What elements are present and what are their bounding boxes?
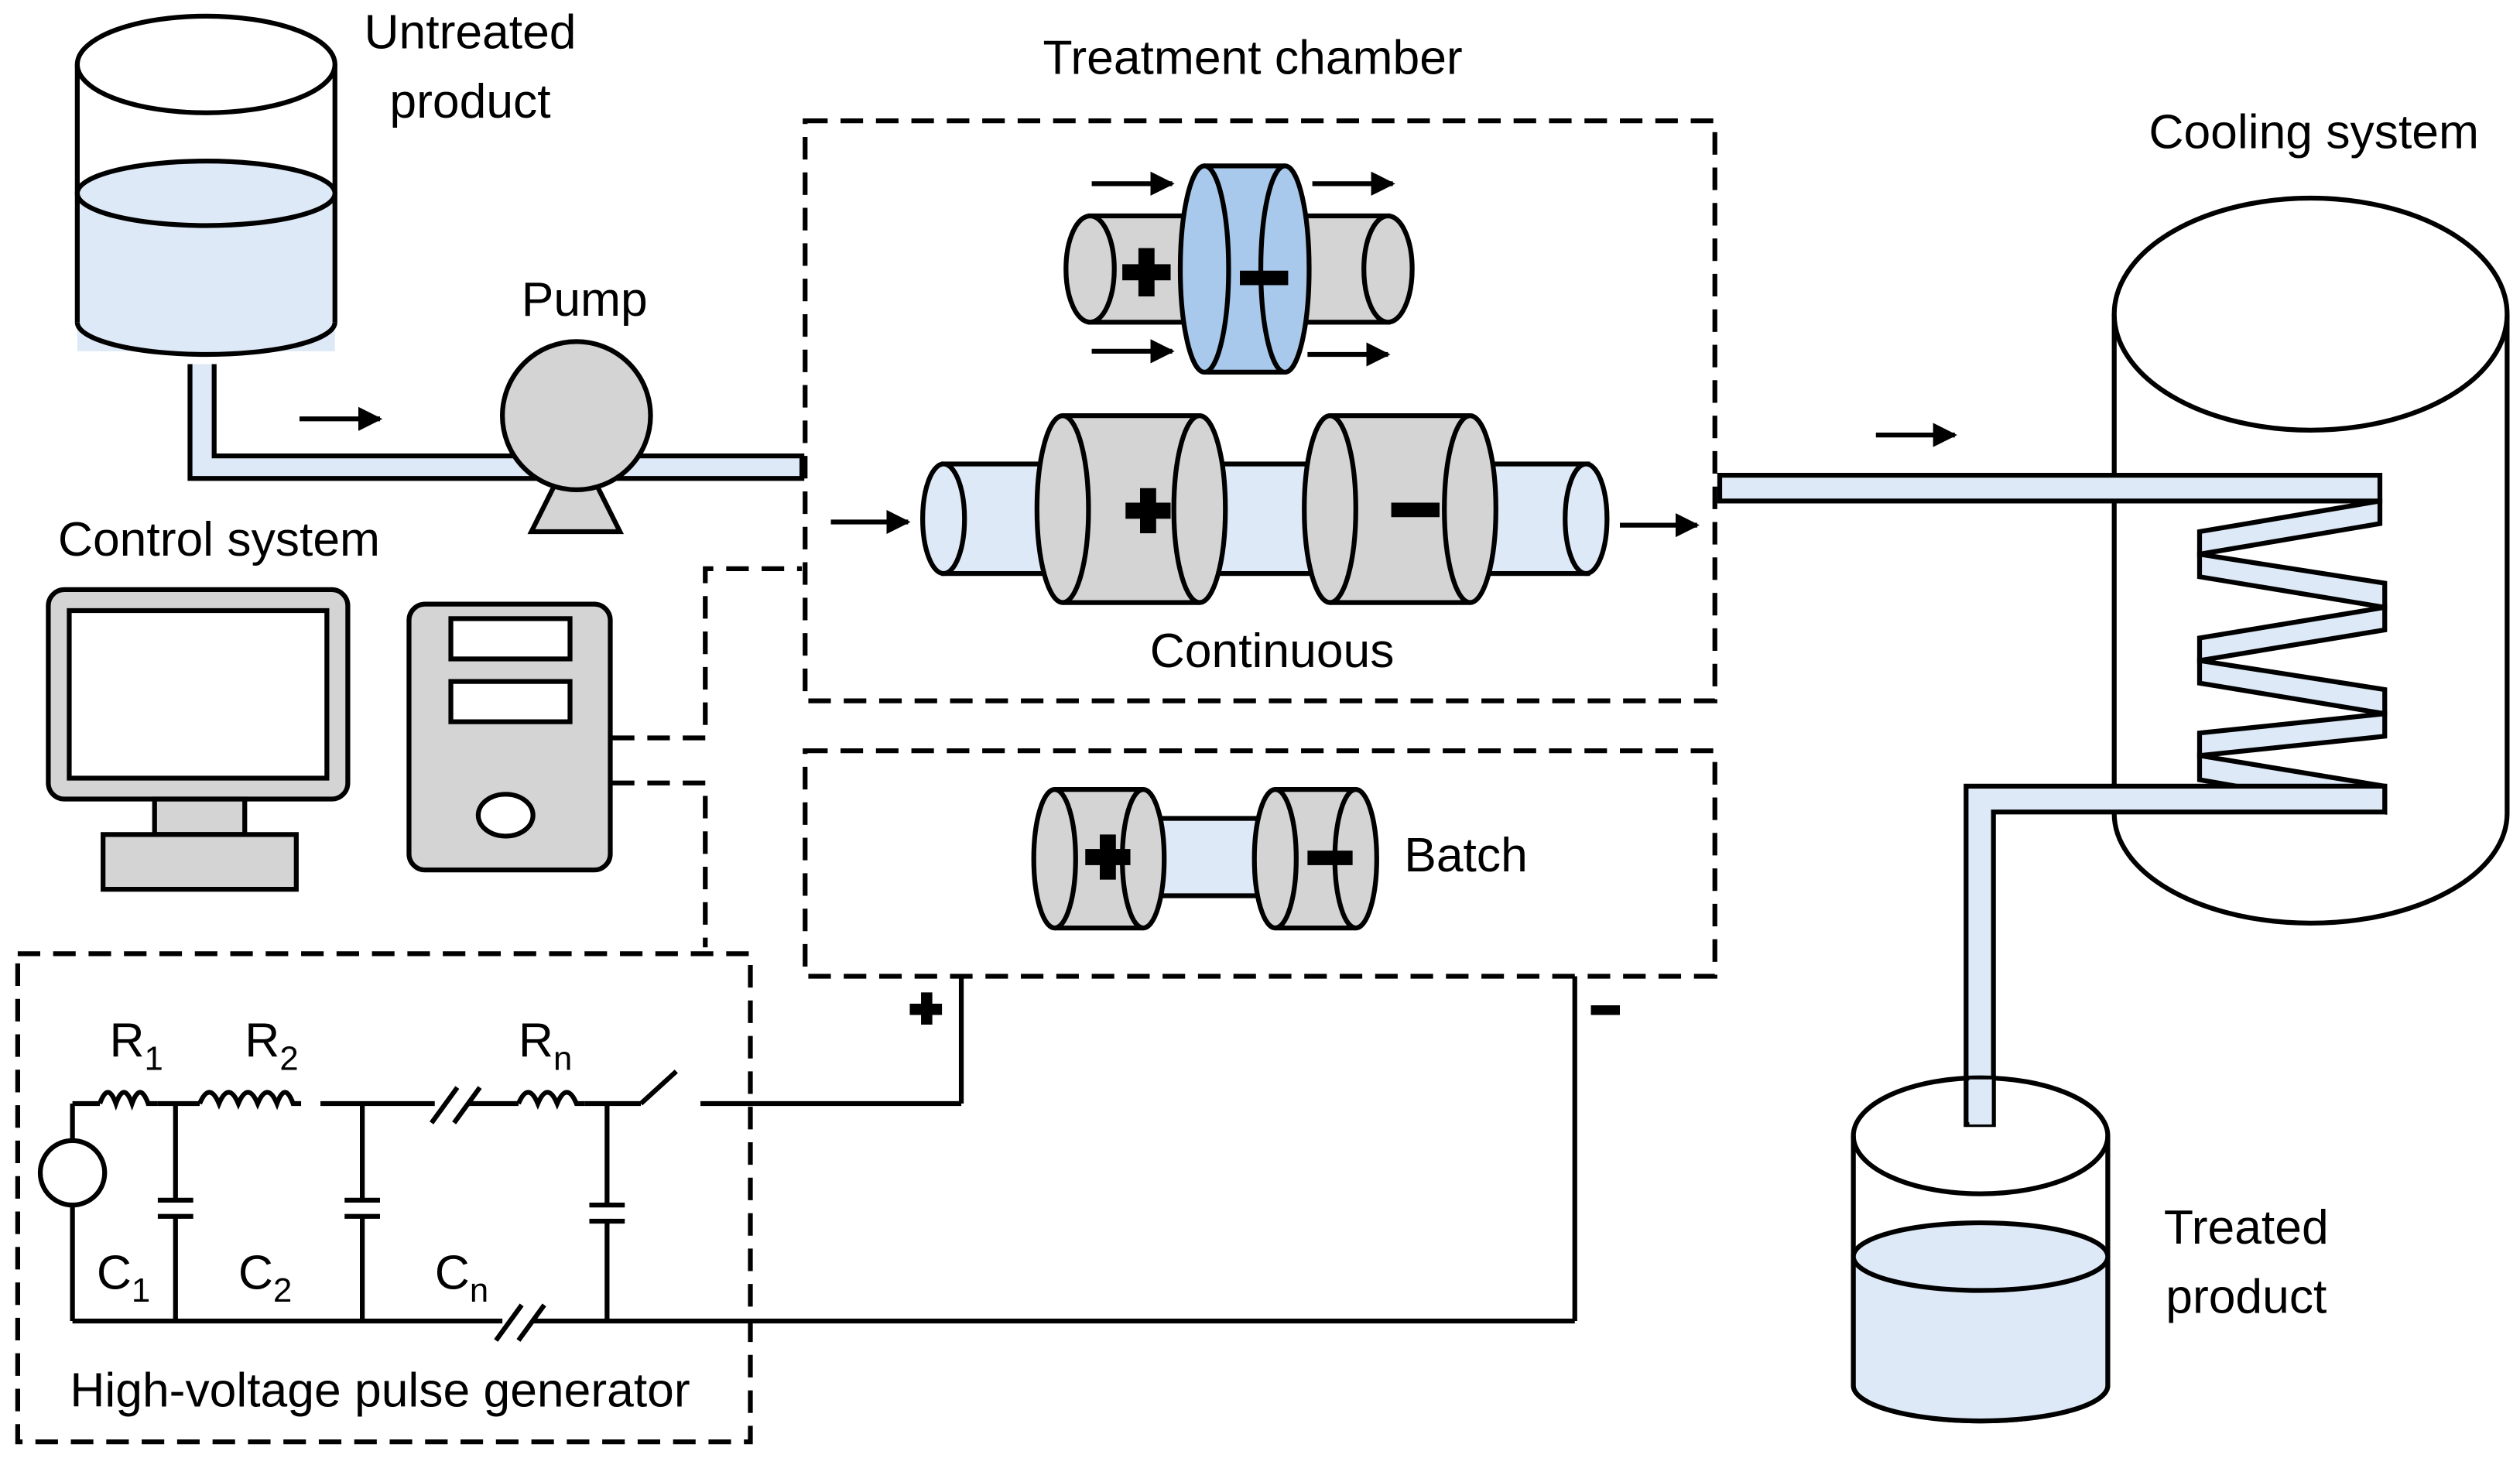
r1-label: R1 (109, 1014, 163, 1078)
coaxial-chamber (1063, 163, 1415, 375)
switch-icon (639, 1070, 678, 1106)
c2-label: C2 (238, 1245, 292, 1309)
plus-icon (1122, 248, 1171, 297)
minus-icon (1239, 270, 1289, 286)
treatment-chamber-label: Treatment chamber (1043, 31, 1463, 85)
treated-product-tank (1851, 1075, 2111, 1424)
monitor-icon (46, 587, 351, 892)
voltage-source-icon (37, 1138, 108, 1208)
pulse-generator-label: High-voltage pulse generator (70, 1363, 690, 1417)
c1-label: C1 (97, 1245, 150, 1309)
control-link-generator (611, 780, 708, 948)
batch-chamber (1031, 786, 1379, 931)
control-link-chamber (611, 566, 803, 741)
continuous-chamber (920, 412, 1610, 605)
inlet-pipe (187, 364, 805, 481)
cooling-coil (1717, 472, 2388, 1128)
cooling-system-label: Cooling system (2149, 105, 2479, 159)
continuous-label: Continuous (1150, 624, 1395, 678)
resistor-r2-icon (197, 1090, 302, 1111)
pulse-generator-box (15, 951, 753, 1445)
untreated-label-line1: Untreated (364, 5, 576, 59)
pump-icon (499, 339, 653, 535)
untreated-product-tank (74, 13, 337, 358)
computer-tower-icon (406, 601, 613, 873)
cn-label: Cn (435, 1245, 488, 1309)
untreated-label-line2: product (389, 74, 550, 128)
plus-icon (1125, 488, 1171, 534)
pump-label: Pump (522, 272, 648, 327)
pulse-circuit (37, 976, 1577, 1342)
r2-label: R2 (245, 1014, 298, 1078)
resistor-rn-icon (516, 1090, 585, 1110)
plus-icon (1085, 834, 1131, 880)
batch-label: Batch (1404, 828, 1528, 882)
minus-icon (1590, 1005, 1620, 1015)
minus-icon (1391, 502, 1440, 518)
control-system-label: Control system (58, 512, 380, 566)
resistor-r1-icon (98, 1090, 158, 1111)
break-icon (494, 1303, 524, 1342)
plus-icon (909, 992, 943, 1025)
treated-label-line2: product (2166, 1270, 2327, 1324)
treated-label-line1: Treated (2164, 1200, 2329, 1254)
rn-label: Rn (519, 1014, 572, 1078)
minus-icon (1307, 850, 1353, 865)
break-icon (430, 1086, 460, 1124)
